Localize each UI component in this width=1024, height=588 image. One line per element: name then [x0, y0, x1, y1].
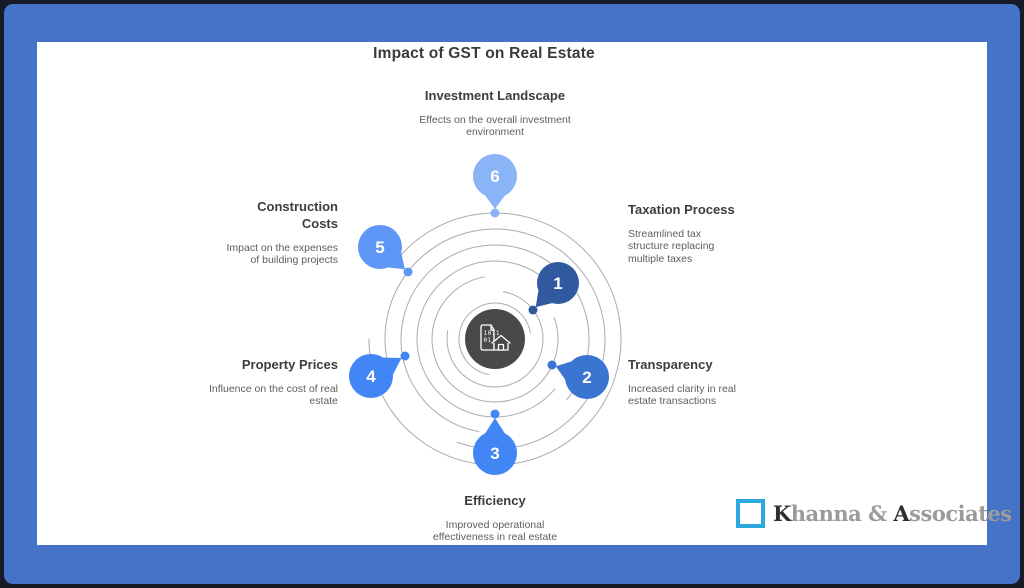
spiral-ring [458, 302, 532, 376]
node-number: 5 [375, 238, 384, 257]
node-description: Effects on the overall investment enviro… [419, 113, 571, 139]
ring-dot [403, 267, 413, 277]
node-balloon [565, 355, 609, 399]
node-title: Transparency [628, 357, 713, 372]
label-transparency: Transparency Increased clarity in real e… [628, 357, 766, 408]
logo-text-part: ssociates [909, 501, 1012, 526]
node-number: 2 [582, 368, 591, 387]
center-hub: 1011 01 [465, 309, 525, 369]
logo-text: Khanna & Associates [773, 501, 1012, 526]
node-balloon [473, 431, 517, 475]
node-balloon [537, 262, 579, 304]
khanna-associates-logo: Khanna & Associates [736, 499, 1012, 528]
node-title: Property Prices [241, 357, 338, 372]
page-title: Impact of GST on Real Estate [373, 45, 595, 62]
node-number: 6 [490, 167, 499, 186]
logo-letter-k: K [773, 501, 791, 526]
spiral-ring [446, 290, 544, 388]
spiral-ring [431, 275, 559, 403]
node-number: 3 [490, 444, 499, 463]
logo-letter-a: A [893, 501, 910, 526]
node-title: Investment Landscape [424, 88, 566, 103]
label-property-prices: Property Prices Influence on the cost of… [208, 357, 338, 408]
node-description: Increased clarity in real estate transac… [628, 382, 736, 408]
node-description: Streamlined tax structure replacing mult… [628, 227, 715, 266]
document-binary-house-icon: 1011 01 [480, 324, 511, 351]
svg-text:01: 01 [484, 337, 492, 344]
node-description: Impact on the expenses of building proje… [226, 241, 339, 267]
node-balloon [358, 225, 402, 269]
ring-dot [490, 208, 500, 218]
node-number: 4 [366, 367, 376, 386]
center-circle [465, 309, 525, 369]
node-balloon [349, 354, 393, 398]
node-markers-layer: 1 2 3 4 5 6 [349, 154, 609, 475]
node-title: Taxation Process [628, 202, 735, 217]
logo-square-icon [736, 499, 765, 528]
balloon-tail [484, 418, 506, 436]
ring-dot [528, 305, 538, 315]
label-efficiency: Efficiency Improved operational effectiv… [395, 493, 595, 544]
node-title: Efficiency [464, 493, 526, 508]
ring-dot [547, 360, 557, 370]
label-taxation-process: Taxation Process Streamlined tax structu… [628, 202, 740, 266]
logo-text-part: hanna & [790, 501, 894, 526]
label-construction-costs: Construction Costs Impact on the expense… [220, 199, 339, 267]
ring-dot [400, 351, 410, 361]
node-title: Construction Costs [257, 199, 338, 231]
balloon-tail [484, 193, 506, 209]
node-number: 1 [553, 274, 562, 293]
ring-dot [490, 409, 500, 419]
label-investment-landscape: Investment Landscape Effects on the over… [375, 88, 615, 139]
node-description: Influence on the cost of real estate [209, 382, 338, 408]
svg-text:1011: 1011 [484, 330, 500, 337]
node-balloon [473, 154, 517, 198]
node-description: Improved operational effectiveness in re… [432, 518, 558, 544]
